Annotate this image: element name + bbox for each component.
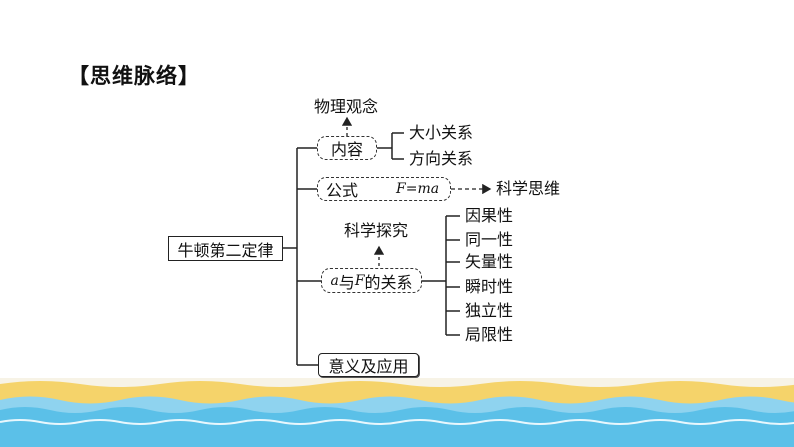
relation-item-2: 矢量性 bbox=[465, 252, 514, 271]
relation-item-5: 局限性 bbox=[465, 325, 514, 344]
relation-item-4: 独立性 bbox=[465, 301, 514, 320]
relation-with: 与 bbox=[338, 272, 355, 292]
application-node: 意义及应用 bbox=[318, 353, 419, 377]
formula-F: F bbox=[396, 181, 406, 197]
formula-node: 公式 F = ma bbox=[317, 177, 451, 201]
relation-rest: 的关系 bbox=[364, 272, 413, 292]
formula-eq: = bbox=[405, 181, 418, 197]
content-item-0: 大小关系 bbox=[409, 123, 474, 142]
formula-ma: ma bbox=[417, 181, 440, 197]
section-heading: 【思维脉络】 bbox=[68, 64, 200, 88]
relation-node: a 与 F 的关系 bbox=[321, 268, 422, 293]
formula-result-label: 科学思维 bbox=[496, 179, 561, 198]
content-node: 内容 bbox=[317, 136, 377, 160]
relation-above-label: 科学探究 bbox=[344, 221, 409, 240]
application-label: 意义及应用 bbox=[328, 357, 409, 376]
root-label: 牛顿第二定律 bbox=[177, 240, 274, 260]
relation-F: F bbox=[354, 272, 365, 289]
content-item-1: 方向关系 bbox=[409, 149, 474, 168]
relation-item-1: 同一性 bbox=[465, 230, 514, 249]
content-label: 内容 bbox=[330, 140, 363, 159]
relation-a: a bbox=[330, 272, 339, 289]
relation-item-3: 瞬时性 bbox=[465, 277, 514, 296]
footer-decoration bbox=[0, 378, 794, 447]
relation-item-0: 因果性 bbox=[465, 206, 514, 225]
formula-label: 公式 bbox=[326, 181, 359, 200]
root-node: 牛顿第二定律 bbox=[168, 236, 283, 261]
content-above-label: 物理观念 bbox=[314, 97, 379, 116]
